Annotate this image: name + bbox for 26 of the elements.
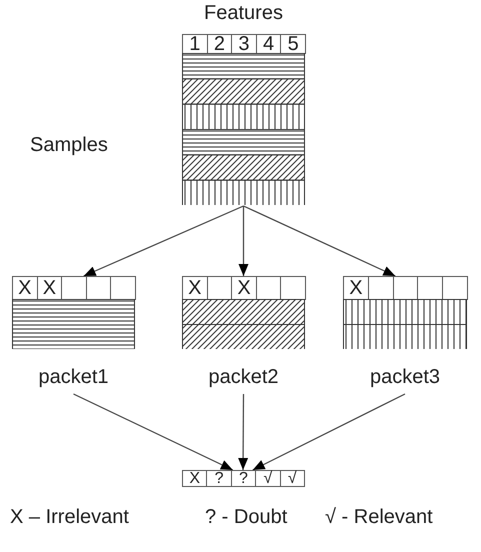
header-cell: X <box>182 470 208 487</box>
header-cell: √ <box>280 470 305 487</box>
arrow <box>238 206 248 276</box>
legend-text: √ - Relevant <box>325 506 433 529</box>
packet-label: packet3 <box>368 366 442 389</box>
data-table <box>182 470 304 487</box>
arrow <box>238 394 248 470</box>
header-cell: X <box>12 276 38 300</box>
legend-text: ? - Doubt <box>205 506 288 529</box>
column-heading: Features <box>203 2 284 25</box>
legend-text: X – Irrelevant <box>10 506 129 529</box>
header-cell: X <box>182 276 208 300</box>
packet-label: packet2 <box>207 366 280 389</box>
header-cell: ? <box>230 470 256 487</box>
header-cell: X <box>343 276 369 300</box>
axis-label: Samples <box>30 134 108 157</box>
packet-label: packet1 <box>37 366 110 389</box>
header-cell: ? <box>206 470 232 487</box>
arrow <box>83 205 244 277</box>
arrow <box>73 393 234 471</box>
header-cell: √ <box>255 470 281 487</box>
arrow <box>252 393 406 471</box>
header-cell: 1 <box>182 34 208 54</box>
header-cell: 5 <box>280 34 306 54</box>
arrow <box>243 205 396 277</box>
data-table <box>182 2 305 206</box>
